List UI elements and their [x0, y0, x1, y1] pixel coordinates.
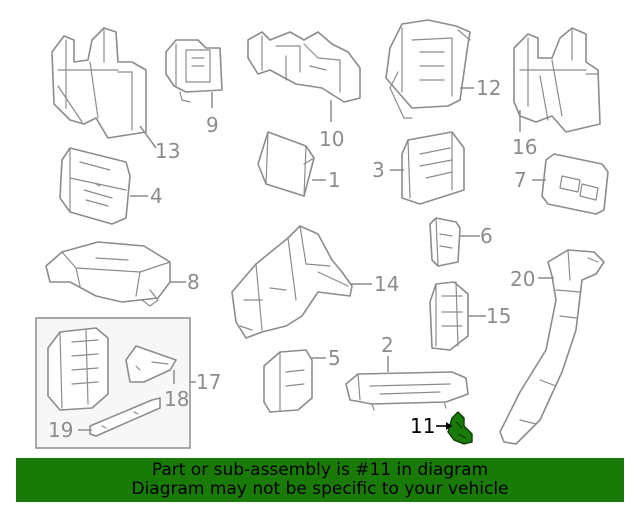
callout-15: 15 — [486, 304, 511, 328]
part-17-component-module[interactable] — [47, 327, 109, 411]
part-5-module[interactable] — [263, 349, 313, 413]
callout-16: 16 — [512, 135, 537, 159]
part-14-bracket[interactable] — [231, 225, 353, 339]
callout-13: 13 — [155, 139, 180, 163]
part-10-bracket[interactable] — [247, 31, 361, 103]
callout-17: 17 — [196, 370, 221, 394]
callout-19: 19 — [48, 418, 73, 442]
part-18-bracket[interactable] — [125, 345, 177, 383]
leader-11-arrow — [446, 422, 452, 430]
parts-diagram: 13 9 10 12 16 1 4 3 — [35, 19, 609, 449]
callout-3: 3 — [372, 158, 385, 182]
callout-8: 8 — [187, 270, 200, 294]
part-3-module[interactable] — [401, 131, 465, 205]
leader-13 — [139, 125, 157, 149]
part-12-bracket[interactable] — [385, 19, 471, 119]
callout-4: 4 — [150, 184, 163, 208]
banner-line-disclaimer: Diagram may not be specific to your vehi… — [131, 479, 509, 499]
callout-11: 11 — [410, 414, 435, 438]
callout-7: 7 — [514, 168, 527, 192]
callout-20: 20 — [510, 267, 535, 291]
part-9-bracket[interactable] — [165, 39, 223, 103]
part-19-strap[interactable] — [89, 397, 161, 437]
callout-10: 10 — [319, 127, 344, 151]
part-7-module[interactable] — [541, 153, 609, 215]
callout-1: 1 — [328, 168, 341, 192]
callout-5: 5 — [328, 346, 341, 370]
info-banner: Part or sub-assembly is #11 in diagram D… — [16, 458, 624, 502]
part-15-bracket[interactable] — [429, 281, 469, 351]
callout-12: 12 — [476, 76, 501, 100]
part-1-module[interactable] — [257, 131, 315, 197]
part-16-bracket[interactable] — [513, 27, 601, 133]
part-20-accelerator-pedal[interactable] — [499, 249, 605, 445]
part-2-module[interactable] — [345, 371, 469, 411]
part-6-sensor[interactable] — [429, 217, 461, 267]
callout-14: 14 — [374, 272, 399, 296]
part-13-bracket[interactable] — [51, 27, 147, 139]
callout-18: 18 — [164, 387, 189, 411]
banner-line-part: Part or sub-assembly is #11 in diagram — [151, 460, 489, 480]
part-11-highlighted[interactable] — [447, 411, 473, 445]
callout-6: 6 — [480, 224, 493, 248]
callout-9: 9 — [206, 113, 219, 137]
part-8-airbag-module[interactable] — [45, 241, 171, 307]
callout-2: 2 — [381, 333, 394, 357]
part-4-control-module[interactable] — [59, 147, 131, 225]
